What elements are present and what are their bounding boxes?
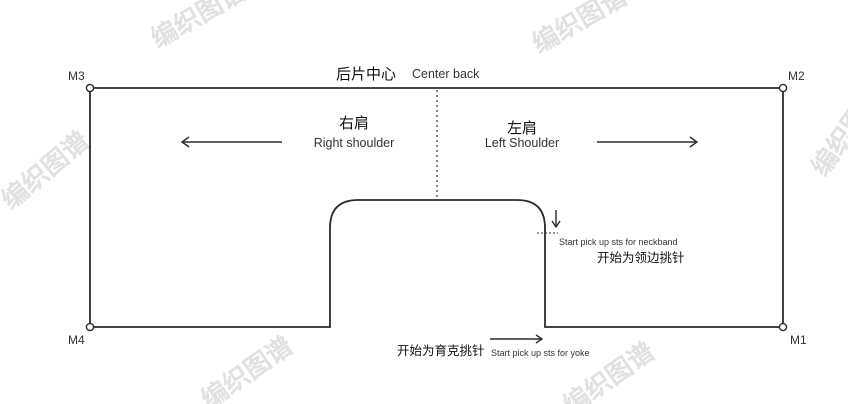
watermark-right: 编织图谱 xyxy=(805,79,848,182)
watermark-top-right: 编织图谱 xyxy=(527,0,633,60)
neckband-en: Start pick up sts for neckband xyxy=(559,237,678,247)
marker-m3-circle xyxy=(85,83,95,93)
marker-m1-label: M1 xyxy=(790,333,807,347)
watermark-bottom-left: 编织图谱 xyxy=(196,330,299,404)
right-shoulder-en: Right shoulder xyxy=(314,136,395,150)
watermark-bottom-right: 编织图谱 xyxy=(557,336,660,404)
arrow-right-small-icon xyxy=(490,334,544,344)
center-back-zh: 后片中心 xyxy=(336,65,396,83)
left-shoulder-zh: 左肩 xyxy=(507,119,537,137)
arrow-left-icon xyxy=(180,136,282,148)
center-back-en: Center back xyxy=(412,67,480,81)
garment-outline xyxy=(89,87,784,328)
marker-m4-label: M4 xyxy=(68,333,85,347)
marker-m4-circle xyxy=(85,322,95,332)
left-shoulder-en: Left Shoulder xyxy=(485,136,559,150)
marker-m3-label: M3 xyxy=(68,69,85,83)
watermark-left: 编织图谱 xyxy=(0,125,95,216)
arrow-down-icon xyxy=(551,210,561,229)
marker-m2-label: M2 xyxy=(788,69,805,83)
marker-m1-circle xyxy=(778,322,788,332)
neckband-zh: 开始为领边挑针 xyxy=(597,250,685,265)
yoke-en: Start pick up sts for yoke xyxy=(491,348,590,358)
watermark-top-left: 编织图谱 xyxy=(146,0,252,55)
right-shoulder-zh: 右肩 xyxy=(339,114,369,132)
yoke-zh: 开始为育克挑针 xyxy=(397,343,485,358)
arrow-right-icon xyxy=(597,136,699,148)
marker-m2-circle xyxy=(778,83,788,93)
